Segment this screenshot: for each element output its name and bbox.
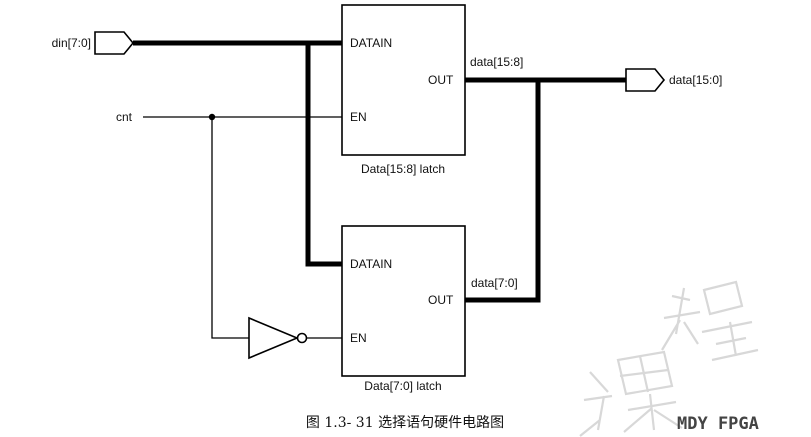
input-port-din-label: din[7:0]	[52, 36, 91, 50]
latch-upper-pin-out: OUT	[428, 73, 454, 87]
inverter-gate	[248, 316, 300, 360]
latch-lower-name: Data[7:0] latch	[364, 379, 441, 393]
latch-upper-name: Data[15:8] latch	[361, 162, 445, 176]
input-port-din	[94, 31, 135, 55]
output-bus-lower	[465, 80, 541, 303]
latch-lower-pin-en: EN	[350, 331, 367, 345]
figure-caption: 图 1.3- 31 选择语句硬件电路图	[306, 415, 504, 431]
watermark-strokes	[579, 280, 759, 437]
inverter-bubble	[296, 332, 308, 344]
latch-upper-pin-datain: DATAIN	[350, 36, 392, 50]
watermark-brand: MDY FPGA	[677, 414, 759, 434]
latch-upper-box	[341, 4, 466, 156]
latch-lower-pin-datain: DATAIN	[350, 257, 392, 271]
output-port-data-label: data[15:0]	[669, 73, 722, 87]
control-cnt-label: cnt	[116, 110, 133, 124]
din-bus-lower	[305, 43, 342, 267]
cnt-wire-to-inverter	[211, 117, 249, 339]
upper-out-net-label: data[15:8]	[470, 55, 523, 69]
latch-lower-pin-out: OUT	[428, 293, 454, 307]
latch-upper-pin-en: EN	[350, 110, 367, 124]
output-port-data	[625, 68, 666, 92]
lower-out-net-label: data[7:0]	[471, 276, 518, 290]
